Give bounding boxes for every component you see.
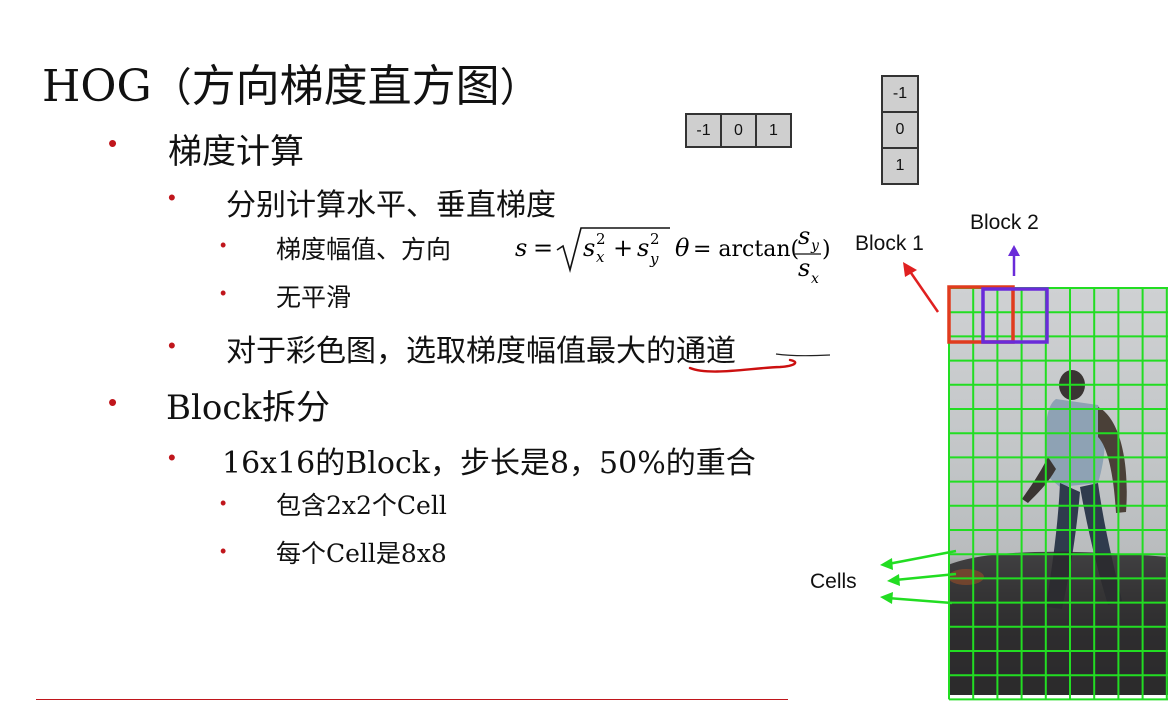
kernel-cell: 0 [882, 112, 918, 148]
block-1-box [947, 285, 1015, 344]
pedestrian-figure [948, 370, 1168, 695]
formula-sq-2: 2 [650, 230, 660, 248]
label-cells: Cells [810, 570, 857, 593]
cells-arrow-1 [887, 549, 957, 566]
formula-num: s [798, 222, 810, 250]
bullet-dot: • [220, 235, 227, 255]
cell-grid [948, 287, 1168, 701]
bullet-mag-dir: 梯度幅值、方向 [276, 235, 452, 264]
title-paren-open: （ [151, 65, 192, 111]
bullet-dot: • [220, 493, 227, 513]
bullet-dot: • [220, 283, 227, 303]
formula-sub-x: x [596, 248, 605, 266]
block-1-arrowhead [903, 262, 917, 277]
formula-sx: s [583, 234, 595, 262]
bullet-dot: • [220, 541, 227, 561]
bullet-cell-size: 每个Cell是8x8 [276, 539, 447, 568]
title-paren-close: ） [499, 65, 540, 111]
title-main: HOG [42, 61, 152, 112]
kernel-cell: 1 [756, 114, 791, 147]
bullet-dot: • [168, 185, 176, 210]
formula-close: ) [822, 237, 831, 262]
sqrt-sign [556, 227, 670, 273]
block-2-box [981, 287, 1049, 344]
formula-arctan: = arctan( [693, 237, 799, 262]
formula-sy: s [637, 234, 649, 262]
block-2-arrowhead [1008, 245, 1020, 256]
formula-den-sub: x [811, 271, 819, 287]
gradient-formula: s = s x 2 + s y 2 θ = arctan( s y s x ) [515, 222, 835, 292]
formula-sub-y: y [649, 250, 659, 268]
bullet-color-channel: 对于彩色图，选取梯度幅值最大的通道 [226, 334, 736, 369]
cells-arrowhead-2 [887, 574, 900, 586]
formula-svg: s = s x 2 + s y 2 θ = arctan( s y s x ) [515, 222, 831, 287]
formula-plus: + [613, 234, 633, 262]
kernel-horizontal: -1 0 1 [685, 113, 792, 148]
bullet-dot: • [108, 128, 118, 158]
bullet-no-smooth: 无平滑 [276, 283, 352, 312]
bullet-dot: • [108, 387, 118, 417]
formula-theta: θ [675, 234, 690, 262]
label-block-1: Block 1 [855, 232, 924, 255]
formula-eq: = [533, 234, 553, 262]
kernel-cell: -1 [686, 114, 721, 147]
cells-arrow-3 [887, 596, 953, 605]
formula-s: s [515, 234, 527, 262]
block-1-arrow [907, 269, 940, 313]
bullet-horiz-vert: 分别计算水平、垂直梯度 [226, 188, 556, 223]
cells-arrowhead-1 [880, 558, 893, 570]
label-block-2: Block 2 [970, 211, 1039, 234]
slide-title: HOG（方向梯度直方图） [42, 50, 540, 114]
bullet-dot: • [168, 333, 176, 358]
bullet-gradient: 梯度计算 [168, 132, 304, 172]
cells-arrow-2 [894, 572, 957, 582]
bullet-dot: • [168, 445, 176, 470]
kernel-cell: -1 [882, 76, 918, 112]
kernel-vertical: -1 0 1 [881, 75, 919, 185]
cells-arrowhead-3 [880, 592, 893, 604]
handwritten-underline [688, 353, 831, 373]
formula-sq-1: 2 [596, 230, 606, 248]
bullet-block-size: 16x16的Block，步长是8，50%的重合 [222, 446, 756, 481]
title-zh: 方向梯度直方图 [191, 61, 500, 112]
formula-den: s [798, 254, 810, 282]
formula-num-sub: y [810, 238, 820, 254]
footer-rule [36, 699, 788, 700]
kernel-cell: 0 [721, 114, 756, 147]
bullet-cells-per-block: 包含2x2个Cell [276, 491, 447, 520]
kernel-cell: 1 [882, 148, 918, 184]
bullet-block-split: Block拆分 [166, 388, 330, 428]
